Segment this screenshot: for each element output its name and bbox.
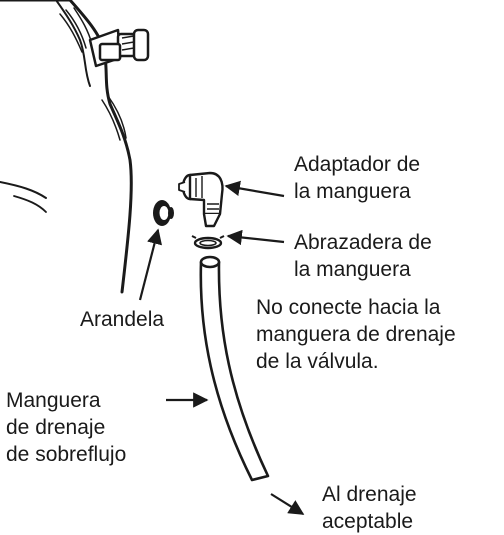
washer-icon [153,200,174,226]
softener-tank [0,0,133,294]
label-washer: Arandela [80,308,165,331]
valve-fitting [88,28,150,68]
arrow-washer [138,228,163,301]
overflow-hose [199,255,270,482]
arrow-drain [270,493,305,515]
hose-adapter-icon [178,171,224,228]
arrow-hose-clamp [226,229,285,246]
hose-clamp-icon [191,235,225,250]
arrow-hose-adapter [224,180,285,198]
leader-lines [138,180,305,515]
